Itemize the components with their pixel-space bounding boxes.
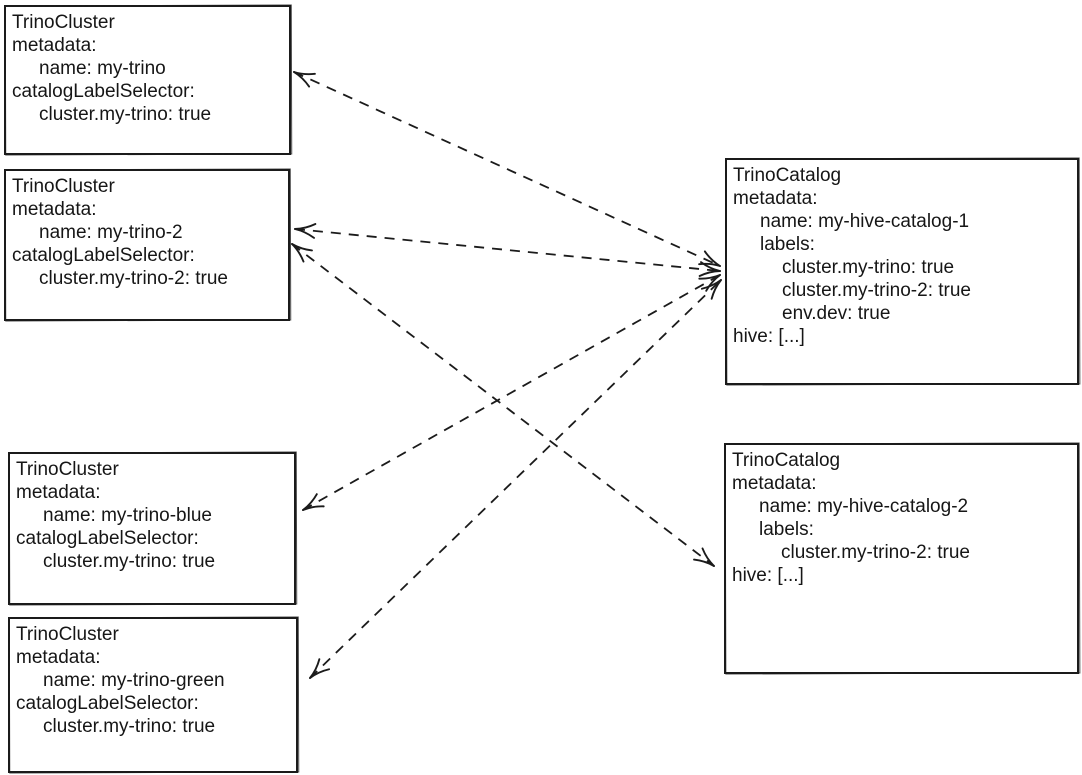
yaml-line: cluster.my-trino: true xyxy=(43,716,216,737)
yaml-line: name: my-trino xyxy=(39,58,166,79)
yaml-line: catalogLabelSelector: xyxy=(16,528,199,549)
yaml-line: cluster.my-trino: true xyxy=(43,551,216,572)
yaml-line: TrinoCluster xyxy=(12,176,115,197)
yaml-line: catalogLabelSelector: xyxy=(12,245,195,266)
node-trinocluster-my-trino-2: TrinoCluster metadata: name: my-trino-2 … xyxy=(4,169,290,321)
yaml-line: TrinoCatalog xyxy=(733,165,842,186)
yaml-line: catalogLabelSelector: xyxy=(12,81,195,102)
yaml-line: cluster.my-trino-2: true xyxy=(782,280,971,301)
yaml-line: catalogLabelSelector: xyxy=(16,693,199,714)
yaml-line: labels: xyxy=(759,519,814,540)
yaml-line: name: my-trino-green xyxy=(43,670,225,691)
yaml-line: cluster.my-trino-2: true xyxy=(781,542,970,563)
node-trinocatalog-my-hive-catalog-2: TrinoCatalog metadata: name: my-hive-cat… xyxy=(724,443,1079,674)
yaml-line: cluster.my-trino-2: true xyxy=(39,268,228,289)
yaml-line: TrinoCatalog xyxy=(732,450,841,471)
edge-my-trino-green-to-my-hive-catalog-1 xyxy=(309,279,722,679)
edge-my-trino-2-to-my-hive-catalog-2 xyxy=(291,243,715,567)
yaml-line: cluster.my-trino: true xyxy=(782,257,955,278)
yaml-line: hive: [...] xyxy=(733,326,805,347)
yaml-line: name: my-trino-2 xyxy=(39,222,183,243)
edge-my-trino-to-my-hive-catalog-1 xyxy=(293,71,721,267)
node-trinocluster-my-trino: TrinoCluster metadata: name: my-trino ca… xyxy=(4,5,291,155)
yaml-line: env.dev: true xyxy=(782,303,891,324)
yaml-line: name: my-hive-catalog-1 xyxy=(760,211,970,232)
edge-my-trino-blue-to-my-hive-catalog-1 xyxy=(302,274,721,511)
yaml-line: labels: xyxy=(760,234,815,255)
yaml-line: name: my-trino-blue xyxy=(43,505,212,526)
yaml-line: metadata: xyxy=(12,199,97,220)
node-trinocluster-my-trino-green: TrinoCluster metadata: name: my-trino-gr… xyxy=(8,617,298,773)
yaml-line: metadata: xyxy=(16,647,101,668)
yaml-line: metadata: xyxy=(732,473,817,494)
yaml-line: TrinoCluster xyxy=(12,12,115,33)
yaml-line: name: my-hive-catalog-2 xyxy=(759,496,969,517)
yaml-line: metadata: xyxy=(12,35,97,56)
yaml-line: cluster.my-trino: true xyxy=(39,104,212,125)
yaml-line: metadata: xyxy=(733,188,818,209)
node-trinocluster-my-trino-blue: TrinoCluster metadata: name: my-trino-bl… xyxy=(8,452,296,605)
node-trinocatalog-my-hive-catalog-1: TrinoCatalog metadata: name: my-hive-cat… xyxy=(725,158,1079,385)
yaml-line: TrinoCluster xyxy=(16,459,119,480)
edge-my-trino-2-to-my-hive-catalog-1 xyxy=(294,223,721,277)
yaml-line: metadata: xyxy=(16,482,101,503)
yaml-line: TrinoCluster xyxy=(16,624,119,645)
yaml-line: hive: [...] xyxy=(732,565,804,586)
